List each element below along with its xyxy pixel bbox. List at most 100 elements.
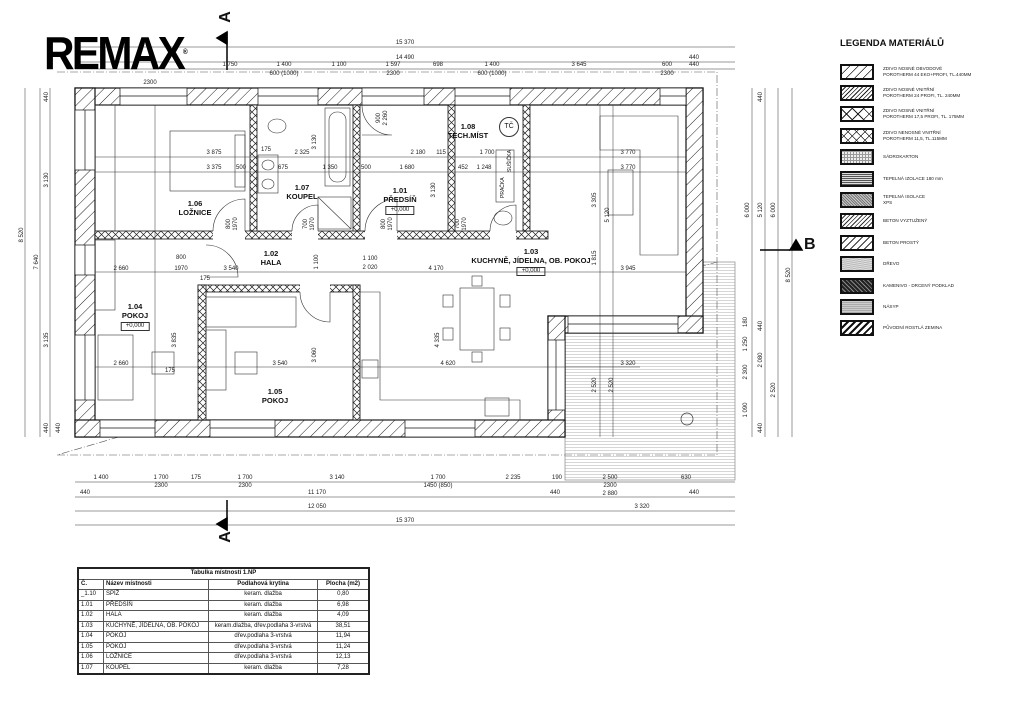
dimension-left: 440 bbox=[44, 91, 50, 103]
dimension-interior: 3 320 bbox=[620, 361, 636, 367]
dimension-top: 1 597 bbox=[385, 62, 401, 68]
legend-label: NÁSYP bbox=[883, 303, 899, 309]
dimension-bottom: 12 050 bbox=[307, 504, 327, 510]
dimension-top: 440 bbox=[688, 62, 700, 68]
dimension-interior: 1 700 bbox=[479, 150, 495, 156]
dimension-top: 600 bbox=[661, 62, 673, 68]
legend-item: KAMENIVO - DRCENÝ PODKLAD bbox=[840, 275, 1020, 296]
legend-item: BETON PROSTÝ bbox=[840, 232, 1020, 253]
cell-floor: keram. dlažba bbox=[208, 589, 318, 601]
legend-title: LEGENDA MATERIÁLŮ bbox=[840, 38, 944, 49]
cell-number: _1.10 bbox=[77, 589, 104, 601]
dimension-bottom: 440 bbox=[549, 490, 561, 496]
level-mark: +0,000 bbox=[385, 206, 415, 215]
dimension-interior: 800 bbox=[226, 218, 232, 230]
cell-name: KUCHYNĚ, JÍDELNA, OB. POKOJ bbox=[102, 620, 210, 632]
dimension-right: 6 000 bbox=[745, 202, 751, 218]
cell-number: 1.04 bbox=[77, 631, 104, 643]
dimension-interior: 2 260 bbox=[383, 110, 389, 126]
dimension-interior: 2 325 bbox=[294, 150, 310, 156]
dimension-interior: 3 060 bbox=[312, 347, 318, 363]
dimension-interior: 1970 bbox=[388, 217, 394, 231]
legend-item: NÁSYP bbox=[840, 296, 1020, 317]
dimension-bottom: 630 bbox=[680, 475, 692, 481]
dimension-top: 2300 bbox=[143, 80, 157, 86]
material-swatch-icon bbox=[840, 213, 874, 230]
cell-name: SPÍŽ bbox=[102, 589, 210, 601]
legend-label: PŮVODNÍ ROSTLÁ ZEMINA bbox=[883, 325, 943, 331]
drain-icon bbox=[680, 412, 694, 426]
dimension-bottom: 1 700 bbox=[153, 475, 169, 481]
remax-logo: REMAX® bbox=[44, 27, 188, 79]
dimension-interior: 1 350 bbox=[322, 165, 338, 171]
dimension-top: 440 bbox=[688, 55, 700, 61]
material-swatch-icon bbox=[840, 63, 874, 80]
washer-dryer bbox=[495, 149, 515, 203]
washer-label: PRAČKA bbox=[500, 177, 506, 198]
dimension-right: 440 bbox=[758, 91, 764, 103]
dimension-interior: 2 020 bbox=[362, 265, 378, 271]
toilet bbox=[267, 118, 287, 134]
material-swatch-icon bbox=[840, 192, 874, 209]
dimension-bottom: 2300 bbox=[154, 483, 168, 489]
dimension-bottom: 1 700 bbox=[430, 475, 446, 481]
cell-number: 1.07 bbox=[77, 662, 104, 675]
cell-name: PŘEDSÍŇ bbox=[102, 599, 210, 611]
cell-number: 1.05 bbox=[77, 641, 104, 653]
legend-sub: XPS bbox=[883, 200, 893, 206]
dimension-interior: 3 945 bbox=[620, 266, 636, 272]
sink bbox=[257, 154, 279, 194]
cell-area: 11,94 bbox=[317, 631, 370, 643]
dimension-right: 440 bbox=[758, 422, 764, 434]
dimension-top: 2300 bbox=[386, 71, 400, 77]
dimension-interior: 3 375 bbox=[206, 165, 222, 171]
material-swatch-icon bbox=[840, 234, 874, 251]
dimension-bottom: 2300 bbox=[238, 483, 252, 489]
dimension-left: 440 bbox=[44, 422, 50, 434]
cell-name: HALA bbox=[102, 610, 210, 622]
legend-label: BETON VYZTUŽENÝ bbox=[883, 218, 928, 224]
cell-floor: keram. dlažba bbox=[208, 599, 318, 611]
dimension-interior: 4 170 bbox=[428, 266, 444, 272]
dimension-interior: 700 bbox=[303, 218, 309, 230]
dimension-interior: 800 bbox=[175, 255, 187, 261]
cell-area: 4,09 bbox=[317, 610, 370, 622]
legend-label: ZDIVO NOSNÉ OBVODOVÉ bbox=[883, 65, 943, 71]
dimension-right: 5 120 bbox=[758, 202, 764, 218]
legend-label: DŘEVO bbox=[883, 261, 900, 267]
dimension-right: 6 000 bbox=[771, 202, 777, 218]
legend-item: BETON VYZTUŽENÝ bbox=[840, 211, 1020, 232]
dimension-interior: 1 100 bbox=[314, 254, 320, 270]
cell-number: 1.02 bbox=[77, 610, 104, 622]
windows bbox=[74, 87, 687, 438]
material-swatch-icon bbox=[840, 320, 874, 337]
dimension-interior: 2 180 bbox=[410, 150, 426, 156]
cell-number: 1.01 bbox=[77, 599, 104, 611]
cell-number: 1.03 bbox=[77, 620, 104, 632]
dimension-interior: 1970 bbox=[233, 217, 239, 231]
dimension-top: 3 645 bbox=[571, 62, 587, 68]
dimension-bottom: 2 235 bbox=[505, 475, 521, 481]
level-mark: +0,000 bbox=[120, 322, 150, 331]
dimension-bottom: 1 700 bbox=[237, 475, 253, 481]
dimension-interior: 675 bbox=[277, 165, 289, 171]
dimension-interior: 1 100 bbox=[362, 256, 378, 262]
dimension-right: 2 080 bbox=[758, 352, 764, 368]
cell-floor: dřev.podlaha 3-vrstvá bbox=[208, 652, 318, 664]
dimension-bottom: 190 bbox=[551, 475, 563, 481]
legend-label: TEPELNÁ ISOLACE bbox=[883, 194, 926, 200]
legend-item: PŮVODNÍ ROSTLÁ ZEMINA bbox=[840, 318, 1020, 339]
dimension-bottom: 2 500 bbox=[602, 475, 618, 481]
material-swatch-icon bbox=[840, 127, 874, 144]
dimension-top: 1 400 bbox=[276, 62, 292, 68]
dimension-right: 8 520 bbox=[786, 267, 792, 283]
col-area: Plocha (m2) bbox=[317, 578, 370, 590]
